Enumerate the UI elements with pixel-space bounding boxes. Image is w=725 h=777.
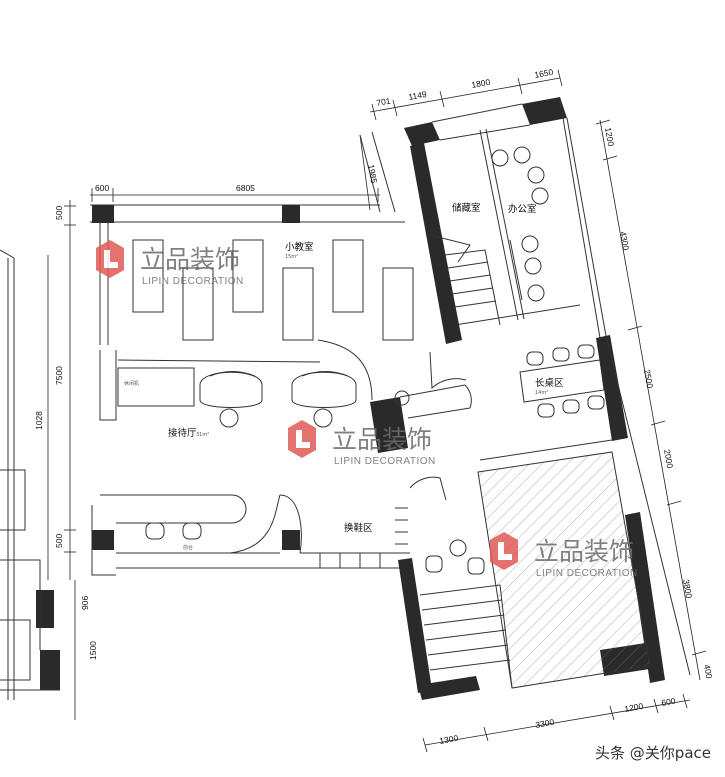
svg-text:1200: 1200: [603, 127, 616, 148]
sofa: [199, 371, 263, 408]
svg-text:立品装饰: 立品装饰: [332, 425, 432, 454]
stairs-south: [419, 584, 513, 689]
label-storage: 储藏室: [452, 202, 481, 214]
svg-text:6805: 6805: [236, 183, 255, 193]
svg-text:1800: 1800: [471, 77, 492, 90]
label-reception-area: 31m²: [196, 432, 209, 438]
label-office: 办公室: [508, 203, 537, 215]
watermark-1: 立品装饰 LIPIN DECORATION: [96, 240, 244, 287]
long-table: [519, 359, 605, 403]
svg-text:1650: 1650: [534, 67, 555, 80]
svg-text:600: 600: [95, 183, 109, 193]
label-classroom-area: 15m²: [285, 254, 298, 260]
room-labels: 储藏室 办公室 小教室 15m² 长桌区 14m² 接待厅 31m² 换鞋区 休…: [124, 202, 564, 551]
dimension-text: 701 1149 1800 1650 1200 4300 2500 2000 3…: [34, 67, 714, 746]
svg-text:1500: 1500: [88, 641, 98, 660]
classroom-desk: [182, 267, 214, 341]
furniture: [117, 146, 605, 575]
svg-text:1149: 1149: [408, 89, 428, 102]
svg-text:906: 906: [80, 596, 90, 610]
svg-text:3300: 3300: [535, 717, 556, 730]
svg-text:立品装饰: 立品装饰: [140, 245, 240, 274]
classroom-desk: [382, 267, 414, 341]
side-table: [313, 408, 333, 428]
label-reception: 接待厅: [168, 427, 197, 439]
svg-text:7500: 7500: [54, 366, 64, 385]
svg-text:500: 500: [54, 534, 64, 548]
classroom-desk: [282, 267, 314, 341]
stairs-shoe: [300, 507, 410, 568]
label-shoe-area: 换鞋区: [344, 522, 373, 534]
watermark-3: 立品装饰 LIPIN DECORATION: [490, 532, 638, 579]
credit-text: 头条 @关你pace: [595, 744, 711, 762]
svg-text:1300: 1300: [439, 733, 460, 746]
svg-text:LIPIN DECORATION: LIPIN DECORATION: [334, 456, 436, 467]
svg-text:1200: 1200: [624, 701, 645, 714]
svg-text:立品装饰: 立品装饰: [534, 537, 634, 566]
rest-machine: [117, 367, 195, 407]
watermark-2: 立品装饰 LIPIN DECORATION: [288, 420, 436, 467]
classroom-desk: [332, 239, 364, 313]
side-table: [394, 390, 410, 406]
svg-text:600: 600: [661, 696, 677, 708]
svg-text:LIPIN DECORATION: LIPIN DECORATION: [536, 568, 638, 579]
stool: [145, 522, 165, 540]
label-front-desk: 前台: [183, 544, 193, 551]
side-table: [219, 408, 239, 428]
svg-text:1028: 1028: [34, 411, 44, 430]
walls: [90, 97, 691, 700]
hatched-area: [477, 451, 651, 689]
label-rest-machine: 休闲机: [124, 380, 139, 387]
label-long-table: 长桌区: [535, 377, 564, 389]
stairs-north: [429, 234, 501, 326]
svg-text:3800: 3800: [681, 579, 694, 600]
label-long-table-area: 14m²: [535, 390, 548, 396]
sofa: [291, 371, 357, 408]
svg-text:2000: 2000: [662, 449, 675, 470]
classroom-desk: [132, 239, 164, 313]
svg-text:LIPIN DECORATION: LIPIN DECORATION: [142, 276, 244, 287]
dimension-lines: [47, 69, 707, 753]
svg-text:500: 500: [54, 206, 64, 220]
svg-text:4300: 4300: [618, 231, 631, 252]
neighbour-plan: [0, 249, 60, 700]
svg-text:1985: 1985: [366, 164, 379, 185]
classroom-desk: [232, 239, 264, 313]
svg-text:701: 701: [376, 96, 392, 108]
stool: [182, 522, 202, 540]
svg-text:400: 400: [702, 664, 714, 680]
svg-text:2500: 2500: [642, 369, 655, 390]
label-classroom: 小教室: [285, 241, 314, 253]
